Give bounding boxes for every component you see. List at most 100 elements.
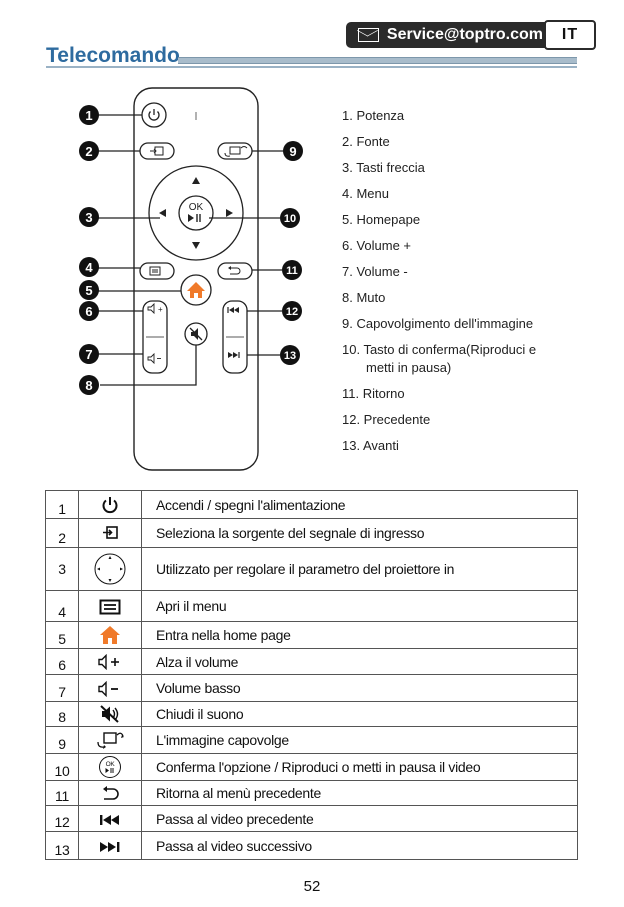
svg-text:1: 1 <box>85 108 92 123</box>
mute-icon <box>78 701 142 727</box>
table-row: 12 Passa al video precedente <box>45 805 578 832</box>
table-row: 2 Seleziona la sorgente del segnale di i… <box>45 518 578 548</box>
legend-item: 11. Ritorno <box>342 386 405 401</box>
row-number: 2 <box>45 518 79 548</box>
ok-play-pause-icon: OK <box>78 753 142 781</box>
legend-item: 9. Capovolgimento dell'immagine <box>342 316 534 331</box>
svg-text:4: 4 <box>85 260 93 275</box>
remote-source-button <box>139 142 175 160</box>
row-number: 13 <box>45 831 79 860</box>
section-title: Telecomando <box>46 44 180 67</box>
source-icon <box>78 518 142 548</box>
previous-icon <box>78 805 142 832</box>
title-underline <box>178 57 577 64</box>
legend-item: 1. Potenza <box>342 108 405 123</box>
row-number: 4 <box>45 590 79 622</box>
legend-item: 5. Homepape <box>342 212 421 227</box>
row-description: Accendi / spegni l'alimentazione <box>141 490 578 519</box>
table-row: 9 L'immagine capovolge <box>45 726 578 754</box>
svg-text:9: 9 <box>289 144 296 159</box>
row-description: Volume basso <box>141 674 578 702</box>
remote-dpad: OK <box>148 165 244 261</box>
row-number: 11 <box>45 780 79 806</box>
volume-down-icon <box>78 674 142 702</box>
remote-prev-next-rocker <box>222 300 248 374</box>
table-row: 13 Passa al video successivo <box>45 831 578 860</box>
row-number: 5 <box>45 621 79 649</box>
remote-volume-rocker: + <box>142 300 168 374</box>
service-email: Service@toptro.com <box>386 26 543 43</box>
row-number: 7 <box>45 674 79 702</box>
callout-7: 7 <box>79 344 99 364</box>
remote-diagram: OK + <box>79 87 303 471</box>
home-icon <box>78 621 142 649</box>
row-description: Apri il menu <box>141 590 578 622</box>
callout-2: 2 <box>79 141 99 161</box>
table-row: 11 Ritorna al menù precedente <box>45 780 578 806</box>
callout-4: 4 <box>79 257 99 277</box>
svg-text:10: 10 <box>284 213 296 225</box>
svg-text:6: 6 <box>85 304 92 319</box>
language-badge: IT <box>544 20 596 50</box>
legend-item: 13. Avanti <box>342 438 399 453</box>
svg-text:3: 3 <box>85 210 92 225</box>
svg-text:7: 7 <box>85 347 92 362</box>
row-description: Ritorna al menù precedente <box>141 780 578 806</box>
table-row: 10 OK Conferma l'opzione / Riproduci o m… <box>45 753 578 781</box>
callout-5: 5 <box>79 280 99 300</box>
table-row: 6 Alza il volume <box>45 648 578 675</box>
svg-text:+: + <box>158 305 163 314</box>
table-row: 3 Utilizzato per regolare il parametro d… <box>45 547 578 591</box>
callout-3: 3 <box>79 207 99 227</box>
legend-item: 12. Precedente <box>342 412 431 427</box>
remote-flip-button <box>217 142 253 160</box>
table-row: 8 Chiudi il suono <box>45 701 578 727</box>
svg-text:5: 5 <box>85 283 92 298</box>
legend-item: 3. Tasti freccia <box>342 160 425 175</box>
row-description: Entra nella home page <box>141 621 578 649</box>
callout-8: 8 <box>79 375 99 395</box>
svg-text:8: 8 <box>85 378 92 393</box>
legend-item: 4. Menu <box>342 186 389 201</box>
table-row: 7 Volume basso <box>45 674 578 702</box>
row-number: 6 <box>45 648 79 675</box>
svg-text:OK: OK <box>189 202 204 213</box>
flip-image-icon <box>78 726 142 754</box>
return-icon <box>78 780 142 806</box>
row-description: Alza il volume <box>141 648 578 675</box>
callout-13: 13 <box>280 345 300 365</box>
legend-item: 2. Fonte <box>342 134 390 149</box>
callout-12: 12 <box>282 301 302 321</box>
row-description: L'immagine capovolge <box>141 726 578 754</box>
svg-text:12: 12 <box>286 306 298 318</box>
power-icon <box>78 490 142 519</box>
row-number: 3 <box>45 547 79 591</box>
next-icon <box>78 831 142 860</box>
legend-item: 7. Volume - <box>342 264 408 279</box>
row-description: Passa al video successivo <box>141 831 578 860</box>
legend-item: 8. Muto <box>342 290 386 305</box>
svg-text:13: 13 <box>284 350 296 362</box>
row-description: Conferma l'opzione / Riproduci o metti i… <box>141 753 578 781</box>
row-number: 12 <box>45 805 79 832</box>
remote-return-button <box>217 262 253 280</box>
callout-10: 10 <box>280 208 300 228</box>
row-number: 10 <box>45 753 79 781</box>
row-number: 9 <box>45 726 79 754</box>
title-rule <box>46 66 577 68</box>
svg-text:OK: OK <box>106 761 116 768</box>
row-description: Seleziona la sorgente del segnale di ing… <box>141 518 578 548</box>
table-row: 4 Apri il menu <box>45 590 578 622</box>
page-number: 52 <box>303 878 321 895</box>
legend-item-continuation: metti in pausa) <box>366 360 452 375</box>
remote-mute-button <box>184 322 208 346</box>
legend-item: 10. Tasto di conferma(Riproduci e <box>342 342 537 357</box>
mail-icon <box>358 28 379 42</box>
svg-text:2: 2 <box>85 144 92 159</box>
row-description: Utilizzato per regolare il parametro del… <box>141 547 578 591</box>
service-email-banner: Service@toptro.com <box>346 22 545 48</box>
table-row: 5 Entra nella home page <box>45 621 578 649</box>
callout-6: 6 <box>79 301 99 321</box>
callout-11: 11 <box>282 260 302 280</box>
functions-table: 1 Accendi / spegni l'alimentazione 2 Sel… <box>45 490 578 860</box>
